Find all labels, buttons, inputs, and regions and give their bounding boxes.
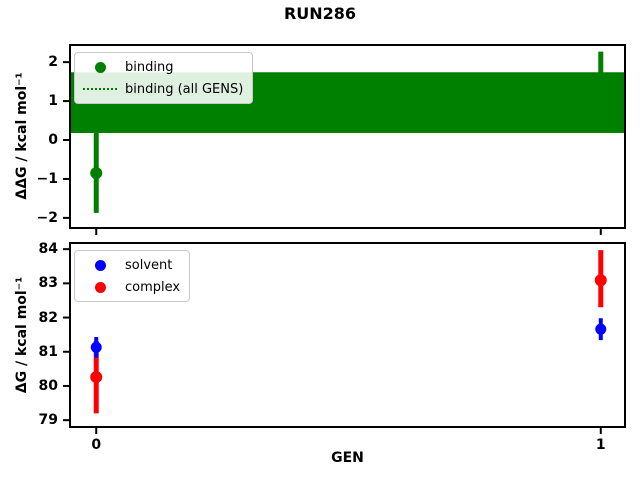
y-tick-label: 84 xyxy=(38,241,58,258)
complex-point xyxy=(90,371,103,384)
binding-dot-icon xyxy=(94,61,106,73)
legend-label-solvent: solvent xyxy=(125,257,173,273)
legend-item-binding-all-gens: binding (all GENS) xyxy=(80,78,243,100)
complex-point xyxy=(594,274,607,287)
legend-item-solvent: solvent xyxy=(80,254,180,276)
y-tick-label: −1 xyxy=(36,170,58,187)
binding-all-gens-dotted-line-icon xyxy=(83,88,117,90)
axes-frame xyxy=(69,44,626,229)
figure-title: RUN286 xyxy=(283,4,357,23)
legend-label-complex: complex xyxy=(125,279,181,295)
x-tick-label: 0 xyxy=(91,437,102,453)
binding-point xyxy=(594,79,607,92)
y-tick-label: 82 xyxy=(38,309,58,326)
x-axis-label: GEN xyxy=(331,450,364,466)
solvent-point xyxy=(90,341,102,353)
y-tick-label: 81 xyxy=(38,343,58,360)
y-tick-label: 80 xyxy=(38,377,58,394)
binding-point xyxy=(90,167,103,180)
legend-label-binding: binding xyxy=(125,59,174,75)
solvent-dot-icon xyxy=(94,259,106,271)
legend-item-binding: binding xyxy=(80,56,243,78)
dg-legend: solvent complex xyxy=(74,250,191,302)
legend-label-binding-all-gens: binding (all GENS) xyxy=(125,81,244,97)
y-tick-label: 83 xyxy=(38,275,58,292)
y-tick-label: −2 xyxy=(36,209,58,226)
legend-marker-cell xyxy=(80,61,120,73)
legend-marker-cell xyxy=(80,281,120,293)
complex-dot-icon xyxy=(94,281,106,293)
ddg-legend: binding binding (all GENS) xyxy=(74,52,254,104)
dg-y-axis-label: ΔG / kcal mol⁻¹ xyxy=(14,276,30,394)
y-tick-label: 1 xyxy=(48,93,58,110)
legend-marker-cell xyxy=(80,88,120,90)
y-tick-label: 2 xyxy=(48,54,58,71)
y-tick-label: 79 xyxy=(38,412,58,429)
solvent-point xyxy=(595,323,607,335)
legend-item-complex: complex xyxy=(80,276,180,298)
x-tick-label: 1 xyxy=(595,437,606,453)
y-tick-label: 0 xyxy=(48,132,58,148)
legend-marker-cell xyxy=(80,259,120,271)
axes-frame xyxy=(69,242,626,428)
